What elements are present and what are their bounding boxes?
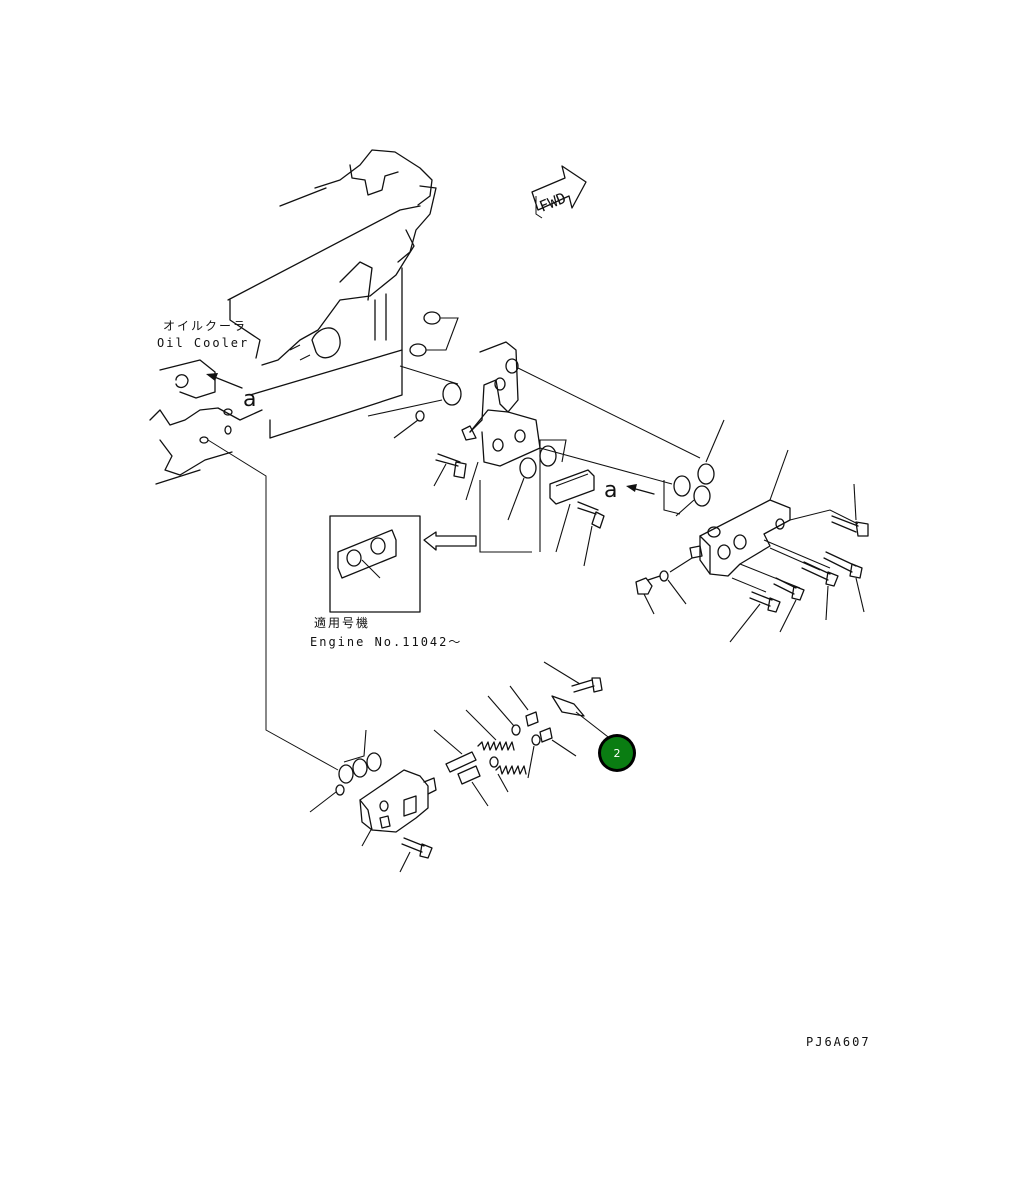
callout-number: 2 — [614, 747, 621, 760]
right-gaskets — [663, 419, 725, 517]
oil-cooler-label-jp: オイルクーラ — [163, 319, 247, 333]
alignment-line-top — [517, 367, 701, 459]
center-gaskets — [507, 439, 567, 521]
alignment-line-mid — [539, 447, 673, 485]
oil-cooler-housing — [689, 449, 859, 593]
view-marker-a-left: a — [243, 387, 256, 412]
cover-plate — [549, 469, 605, 567]
connection-line — [207, 439, 339, 771]
cooler-bracket — [433, 341, 541, 501]
applicable-label-jp: 適用号機 — [314, 615, 370, 630]
alignment-line-engine — [399, 365, 459, 385]
part-callout-2[interactable]: 2 — [598, 734, 636, 772]
leader-bracket-2 — [539, 439, 566, 552]
drawing-code: PJ6A607 — [806, 1035, 871, 1049]
inset-gasket-variant — [329, 515, 477, 613]
valve-gaskets — [309, 729, 382, 813]
forward-direction-arrow: FWD — [531, 165, 587, 219]
engine-block — [149, 149, 437, 485]
engine-number-label: Engine No.11042〜 — [310, 635, 462, 649]
housing-bolts — [635, 483, 869, 643]
upper-gaskets — [367, 311, 462, 439]
valve-bolt — [399, 837, 433, 873]
fwd-label: FWD — [537, 189, 569, 216]
view-arrow-a-left: a — [206, 373, 256, 412]
leader-bracket — [479, 480, 532, 553]
callout-fill — [601, 737, 633, 769]
cover-bolt-lower — [543, 661, 613, 741]
oil-cooler-label-en: Oil Cooler — [157, 336, 249, 350]
view-arrow-a-center: a — [604, 478, 655, 503]
view-marker-a-center: a — [604, 478, 617, 503]
valve-body — [359, 769, 437, 847]
valve-internals — [433, 685, 577, 807]
